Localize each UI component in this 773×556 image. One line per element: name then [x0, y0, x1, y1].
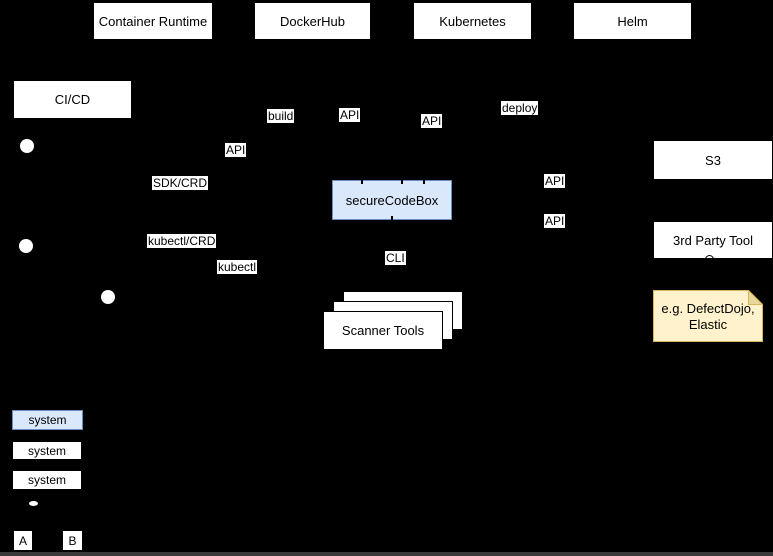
edge-label-api-dockerhub: API	[339, 108, 361, 122]
node-dockerhub: DockerHub	[254, 2, 371, 40]
edge-label-api-cicd: API	[225, 143, 247, 157]
marker-label: A	[18, 533, 27, 548]
actor-head-icon	[101, 290, 115, 304]
legend-label: system	[27, 443, 66, 458]
node-s3: S3	[653, 140, 773, 180]
legend-marker-a: A	[13, 530, 33, 551]
legend-item-system: system	[12, 470, 82, 490]
edge-label-kubectl: kubectl	[217, 260, 258, 274]
node-label: DockerHub	[279, 13, 346, 29]
edge-label-kubectl-crd: kubectl/CRD	[147, 234, 217, 248]
legend-item-system: system	[12, 441, 82, 460]
marker-label: B	[68, 533, 77, 548]
node-label: secureCodeBox	[345, 192, 439, 208]
legend-label: system	[28, 413, 67, 427]
node-label: S3	[705, 152, 721, 168]
footer-strip	[0, 552, 773, 556]
legend-label: system	[27, 473, 66, 487]
interface-circle-icon	[705, 255, 714, 264]
legend-item-system-accent: system	[12, 410, 83, 430]
connector-tick	[401, 180, 403, 184]
node-kubernetes: Kubernetes	[413, 2, 532, 40]
node-cicd: CI/CD	[13, 80, 132, 119]
node-securecodebox: secureCodeBox	[332, 180, 452, 220]
note-shape-icon	[653, 290, 763, 342]
legend-dot-icon	[29, 501, 38, 506]
actor-head-icon	[19, 239, 33, 253]
node-scanner-tools: Scanner Tools	[323, 311, 443, 350]
node-label: Scanner Tools	[341, 323, 425, 338]
node-label: Kubernetes	[439, 13, 506, 29]
node-label: Container Runtime	[98, 13, 208, 29]
node-container-runtime: Container Runtime	[93, 2, 213, 40]
edge-label-build: build	[267, 109, 295, 123]
edge-label-cli: CLI	[385, 251, 406, 265]
legend-marker-b: B	[62, 530, 83, 551]
actor-head-icon	[20, 139, 34, 153]
edge-label-api-s3: API	[544, 174, 566, 188]
edge-label-sdk-crd: SDK/CRD	[152, 176, 209, 190]
edge-label-api-kubernetes: API	[421, 114, 443, 128]
edge-label-api-third-party: API	[544, 214, 566, 228]
connector-tick	[423, 180, 425, 184]
note-label: e.g. DefectDojo, Elastic	[661, 301, 755, 332]
node-label: 3rd Party Tool	[673, 232, 753, 248]
node-label: Helm	[617, 13, 648, 29]
node-third-party-tool: 3rd Party Tool	[653, 221, 773, 259]
edge-label-deploy: deploy	[501, 101, 539, 115]
node-label: CI/CD	[54, 92, 91, 107]
node-helm: Helm	[573, 2, 692, 40]
connector-tick	[361, 180, 363, 184]
connector-tick	[391, 216, 393, 220]
note-defectdojo: e.g. DefectDojo, Elastic	[653, 290, 763, 342]
